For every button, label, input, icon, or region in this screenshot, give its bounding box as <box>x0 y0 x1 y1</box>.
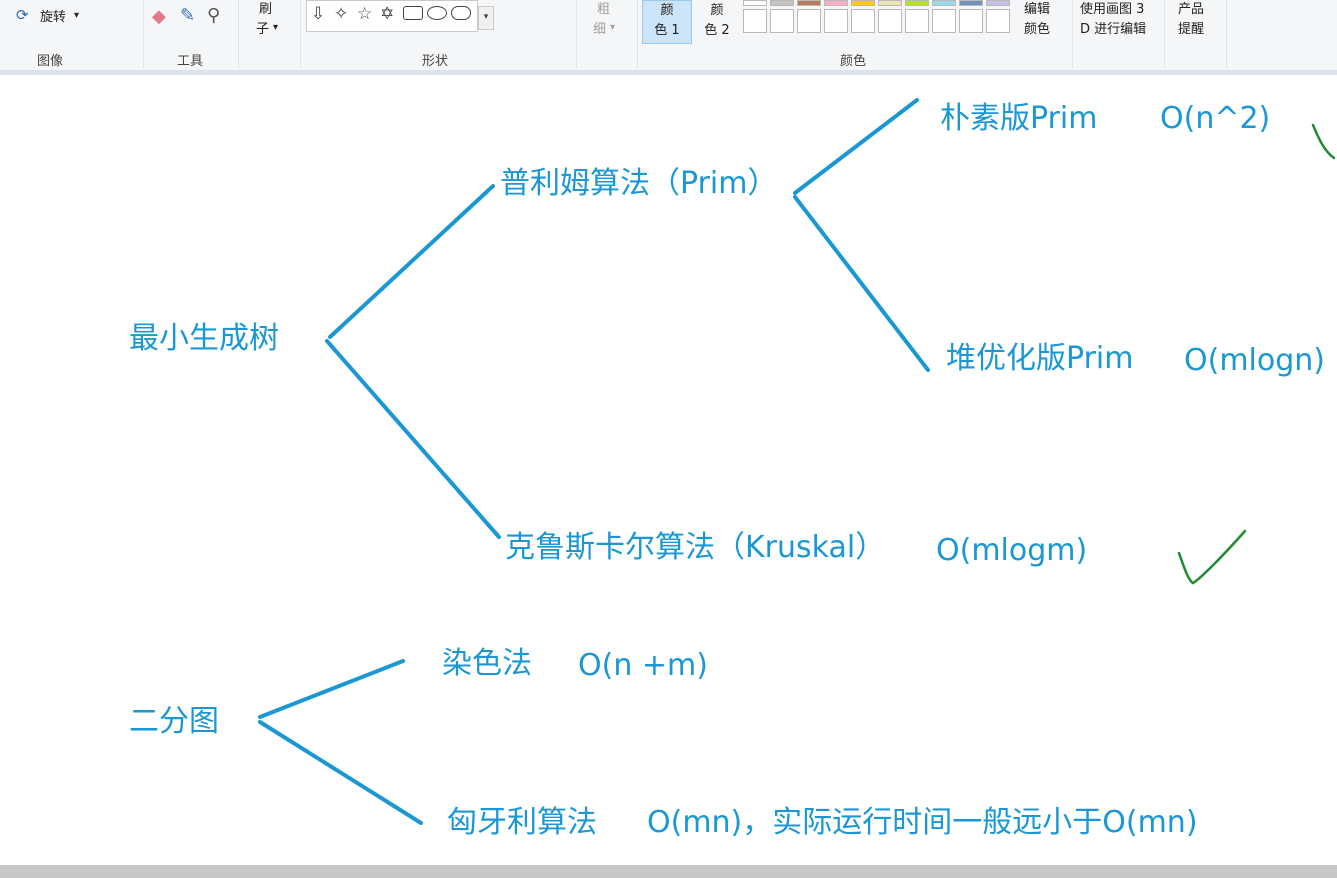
palette-swatch[interactable] <box>959 0 983 6</box>
shape-callout-rect-icon[interactable] <box>403 6 423 20</box>
stroke-bipartite-to-coloring <box>258 659 405 719</box>
size-dropdown-icon[interactable]: ▾ <box>610 22 616 33</box>
rotate-dropdown-icon[interactable]: ▾ <box>74 10 80 21</box>
node-naive-prim: 朴素版Prim <box>940 101 1098 136</box>
ribbon-separator <box>300 0 301 68</box>
drawing-canvas[interactable]: 最小生成树 普利姆算法（Prim） 朴素版Prim O(n^2) 堆优化版Pri… <box>0 75 1337 865</box>
rotate-button[interactable]: 旋转 <box>40 10 67 25</box>
shape-callout-oval-icon[interactable] <box>427 6 447 20</box>
group-label-image: 图像 <box>36 54 63 69</box>
color2-button[interactable]: 颜 色 2 <box>692 0 742 44</box>
palette-custom-swatch[interactable] <box>770 9 794 33</box>
palette-custom-swatch[interactable] <box>986 9 1010 33</box>
stroke-prim-to-naive <box>793 98 919 195</box>
palette-swatch[interactable] <box>986 0 1010 6</box>
color-picker-icon[interactable]: ✎ <box>180 5 196 26</box>
color1-label-line2: 色 1 <box>654 23 680 38</box>
shape-callout-cloud-icon[interactable] <box>451 6 471 20</box>
group-label-colors: 颜色 <box>839 54 866 69</box>
color1-label: 颜 <box>660 3 674 18</box>
shape-star5-icon[interactable]: ☆ <box>357 4 373 24</box>
shapes-more-button[interactable]: ▾ <box>478 6 494 30</box>
palette-custom-swatch[interactable] <box>959 9 983 33</box>
magnifier-icon[interactable]: ⚲ <box>207 5 221 26</box>
node-coloring: 染色法 <box>442 646 532 681</box>
ribbon-separator <box>143 0 144 68</box>
node-hungarian: 匈牙利算法 <box>447 805 597 840</box>
ribbon-separator <box>1164 0 1165 68</box>
palette-custom-swatch[interactable] <box>851 9 875 33</box>
rotate-icon[interactable]: ⟳ <box>16 6 29 24</box>
palette-swatch[interactable] <box>905 0 929 6</box>
size-button-line2[interactable]: 细 <box>593 22 607 37</box>
kruskal-complexity: O(mlogm) <box>936 533 1088 568</box>
size-button[interactable]: 粗 <box>597 2 611 17</box>
hungarian-complexity: O(mn)，实际运行时间一般远小于O(mn) <box>647 805 1198 840</box>
node-mst: 最小生成树 <box>129 321 279 356</box>
palette-swatch[interactable] <box>878 0 902 6</box>
palette-swatch[interactable] <box>932 0 956 6</box>
color2-label-line2: 色 2 <box>704 23 730 38</box>
palette-custom-swatch[interactable] <box>878 9 902 33</box>
checkmark-kruskal-icon <box>1177 529 1247 585</box>
palette-custom-swatch[interactable] <box>905 9 929 33</box>
coloring-complexity: O(n +m) <box>578 648 708 683</box>
palette-swatch[interactable] <box>824 0 848 6</box>
palette-swatch[interactable] <box>770 0 794 6</box>
stroke-bipartite-to-hungarian <box>258 720 423 825</box>
ribbon-separator <box>1226 0 1227 68</box>
ribbon-separator <box>576 0 577 68</box>
edit-with-paint3d-button[interactable]: 使用画图 3 <box>1080 2 1145 17</box>
node-prim: 普利姆算法（Prim） <box>500 166 778 201</box>
node-kruskal: 克鲁斯卡尔算法（Kruskal） <box>505 530 886 565</box>
checkmark-naive-prim-icon <box>1311 123 1336 160</box>
edit-colors-button[interactable]: 编辑 <box>1024 2 1051 17</box>
eraser-icon[interactable]: ◆ <box>152 6 166 27</box>
palette-custom-swatch[interactable] <box>932 9 956 33</box>
stroke-prim-to-heap <box>793 195 930 372</box>
group-label-tools: 工具 <box>176 54 203 69</box>
ribbon-separator <box>1072 0 1073 68</box>
naive-prim-complexity: O(n^2) <box>1160 101 1271 136</box>
node-bipartite: 二分图 <box>129 704 219 739</box>
ribbon-bottom-border <box>0 70 1337 75</box>
group-label-shapes: 形状 <box>421 54 448 69</box>
palette-swatch[interactable] <box>851 0 875 6</box>
edit-colors-button-line2[interactable]: 颜色 <box>1024 22 1051 37</box>
ribbon: ⟳ 旋转 ▾ 图像 ◆ ✎ ⚲ 工具 刷 子 ▾ ⇩ ✧ ☆ ✡ ▾ 形状 粗 … <box>0 0 1337 71</box>
product-alert-button-line2[interactable]: 提醒 <box>1178 22 1205 37</box>
product-alert-button[interactable]: 产品 <box>1178 2 1205 17</box>
shape-arrow-down-icon[interactable]: ⇩ <box>311 4 326 24</box>
shape-star6-icon[interactable]: ✡ <box>380 4 395 24</box>
ribbon-separator <box>238 0 239 68</box>
brushes-button[interactable]: 刷 <box>259 2 273 17</box>
color1-button[interactable]: 颜 色 1 <box>642 0 692 44</box>
heap-prim-complexity: O(mlogn) <box>1184 343 1325 378</box>
ribbon-separator <box>637 0 638 68</box>
palette-custom-swatch[interactable] <box>797 9 821 33</box>
strokes-layer <box>258 98 1336 825</box>
edit-with-paint3d-button-line2[interactable]: D 进行编辑 <box>1080 22 1147 37</box>
stroke-mst-to-kruskal <box>325 339 501 539</box>
brushes-dropdown-icon[interactable]: ▾ <box>273 22 279 33</box>
stroke-mst-to-prim <box>328 184 495 339</box>
palette-swatch[interactable] <box>797 0 821 6</box>
brushes-button-line2[interactable]: 子 <box>256 22 270 37</box>
color2-label: 颜 <box>710 3 724 18</box>
color-palette <box>743 0 1015 36</box>
node-heap-prim: 堆优化版Prim <box>946 341 1134 376</box>
status-bar <box>0 865 1337 878</box>
palette-custom-swatch[interactable] <box>824 9 848 33</box>
palette-swatch[interactable] <box>743 0 767 6</box>
shape-star4-icon[interactable]: ✧ <box>334 4 349 24</box>
shapes-gallery[interactable]: ⇩ ✧ ☆ ✡ <box>306 0 478 32</box>
palette-custom-swatch[interactable] <box>743 9 767 33</box>
